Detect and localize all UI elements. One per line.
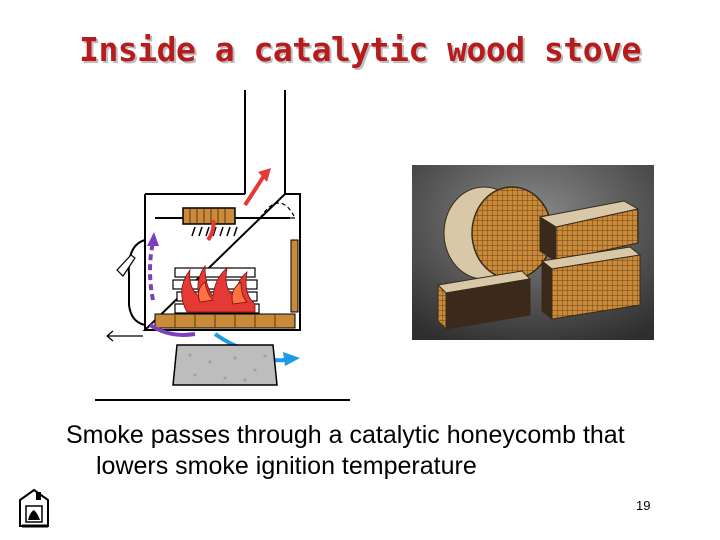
air-inlet (106, 330, 143, 342)
flames (181, 264, 256, 313)
side-firebrick (290, 239, 299, 313)
catalyst-block (182, 207, 236, 225)
loading-door (127, 239, 146, 326)
door-handle (116, 254, 136, 277)
stove-pedestal (172, 344, 278, 386)
catalyst-cells (189, 209, 226, 223)
caption-line-2: lowers smoke ignition temperature (96, 452, 477, 480)
page-number: 19 (636, 498, 651, 513)
smoke-flow-arrow (148, 241, 155, 301)
caption-line-1: Smoke passes through a catalytic honeyco… (66, 421, 625, 449)
slide-title: Inside a catalytic wood stove (79, 30, 641, 69)
slide-caption: Smoke passes through a catalytic honeyco… (66, 420, 706, 482)
stove-home-icon[interactable] (18, 488, 52, 528)
pedestal-texture (188, 353, 267, 382)
bypass-damper (259, 202, 296, 219)
secondary-air-arrow (148, 323, 196, 337)
firebrick-floor (154, 313, 296, 329)
combustor-teeth (191, 226, 238, 237)
catalytic-honeycomb-photo (412, 165, 654, 340)
stove-diagram (95, 90, 350, 401)
